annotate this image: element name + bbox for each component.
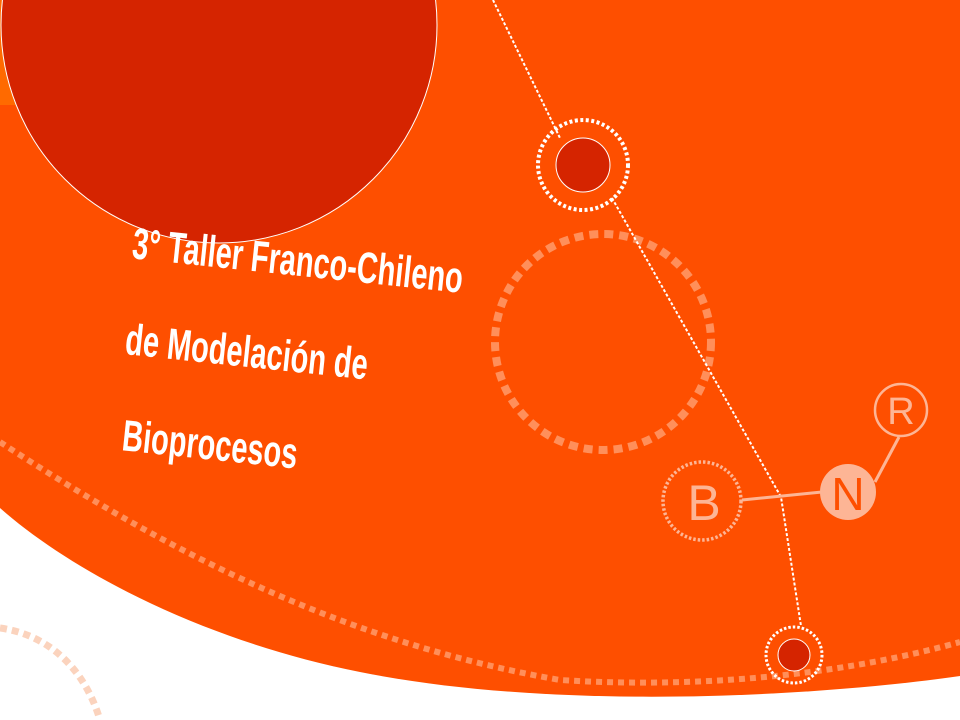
logo-r-ring: [873, 382, 929, 438]
connector-line: [492, 0, 802, 627]
dotted-arc: [0, 439, 960, 686]
logo-letter-n: N: [831, 468, 864, 520]
upper-node-ring: [536, 118, 630, 212]
logo-n-circle: [820, 464, 876, 520]
logo-letter-r: R: [887, 391, 914, 433]
lower-node-ring: [764, 625, 824, 685]
dashed-ring: [491, 230, 715, 454]
lower-node: [777, 638, 811, 672]
dotted-arc-white: [0, 624, 104, 720]
upper-node: [555, 137, 611, 193]
bnr-logo: B N R: [661, 382, 929, 542]
large-red-circle: [0, 0, 438, 244]
logo-b-ring: [661, 460, 743, 542]
logo-letter-b: B: [687, 475, 720, 531]
